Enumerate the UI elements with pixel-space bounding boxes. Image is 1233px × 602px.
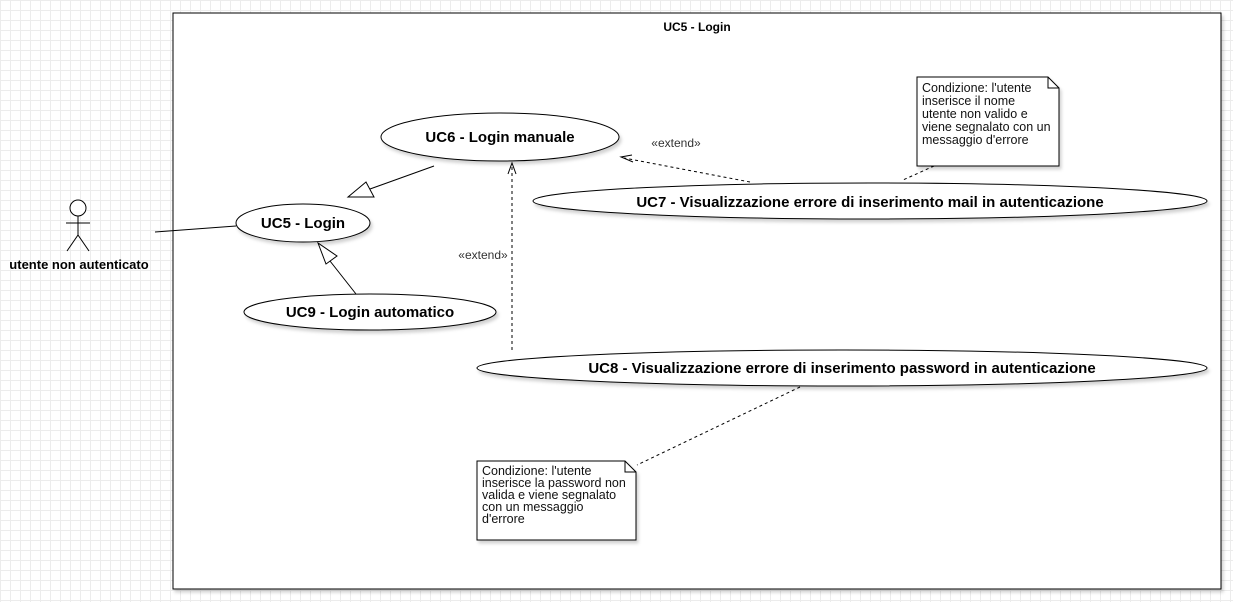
use-case-uc9[interactable]: UC9 - Login automatico: [243, 293, 497, 331]
use-case-label: UC6 - Login manuale: [425, 129, 574, 146]
association-line: [154, 225, 237, 233]
actor-utente-non-autenticato[interactable]: utente non autenticato: [9, 199, 149, 272]
actor-label: utente non autenticato: [9, 257, 148, 272]
extend-uc8-uc6[interactable]: «extend»: [458, 161, 517, 350]
note-fold-icon: [624, 461, 636, 473]
note-uc7[interactable]: Condizione: l'utente inserisce il nome u…: [916, 76, 1060, 167]
note-line: messaggio d'errore: [922, 133, 1029, 147]
generalization-arrowhead-icon: [346, 181, 375, 198]
open-arrowhead-icon: [619, 154, 634, 163]
note-line: d'errore: [482, 512, 525, 526]
svg-text:Condizione: l'utente ins: Condizione: l'utente inserisce la passwo…: [482, 464, 629, 526]
open-arrowhead-icon: [507, 161, 517, 175]
note-uc8[interactable]: Condizione: l'utente inserisce la passwo…: [476, 460, 637, 541]
note-line: inserisce la password non: [482, 476, 626, 490]
use-case-label: UC5 - Login: [261, 215, 345, 232]
note-line: viene segnalato con un: [922, 120, 1051, 134]
use-case-label: UC9 - Login automatico: [286, 304, 454, 321]
extend-label: «extend»: [651, 136, 701, 150]
use-case-uc6[interactable]: UC6 - Login manuale: [380, 112, 620, 162]
stick-figure-icon: [66, 199, 90, 252]
note-line: con un messaggio: [482, 500, 584, 514]
boundary-title: UC5 - Login: [663, 20, 730, 34]
use-case-uc8[interactable]: UC8 - Visualizzazione errore di inserime…: [476, 349, 1208, 387]
generalization-arrowhead-icon: [316, 241, 338, 265]
use-case-label: UC7 - Visualizzazione errore di inserime…: [636, 194, 1103, 211]
note-line: utente non valido e: [922, 107, 1028, 121]
note-line: valida e viene segnalato: [482, 488, 616, 502]
use-case-uc5[interactable]: UC5 - Login: [235, 203, 371, 243]
use-case-label: UC8 - Visualizzazione errore di inserime…: [588, 360, 1095, 377]
svg-text:Condizione: l'utente ins: Condizione: l'utente inserisce il nome u…: [922, 81, 1054, 147]
note-line: Condizione: l'utente: [922, 81, 1031, 95]
generalization-uc9-uc5[interactable]: [316, 241, 357, 295]
extend-uc7-uc6[interactable]: «extend»: [619, 136, 751, 183]
note-connector: [636, 386, 801, 466]
generalization-uc6-uc5[interactable]: [346, 165, 435, 198]
note-line: inserisce il nome: [922, 94, 1015, 108]
note-fold-icon: [1047, 77, 1059, 89]
use-case-uc7[interactable]: UC7 - Visualizzazione errore di inserime…: [532, 182, 1208, 220]
extend-label: «extend»: [458, 248, 508, 262]
note-line: Condizione: l'utente: [482, 464, 591, 478]
